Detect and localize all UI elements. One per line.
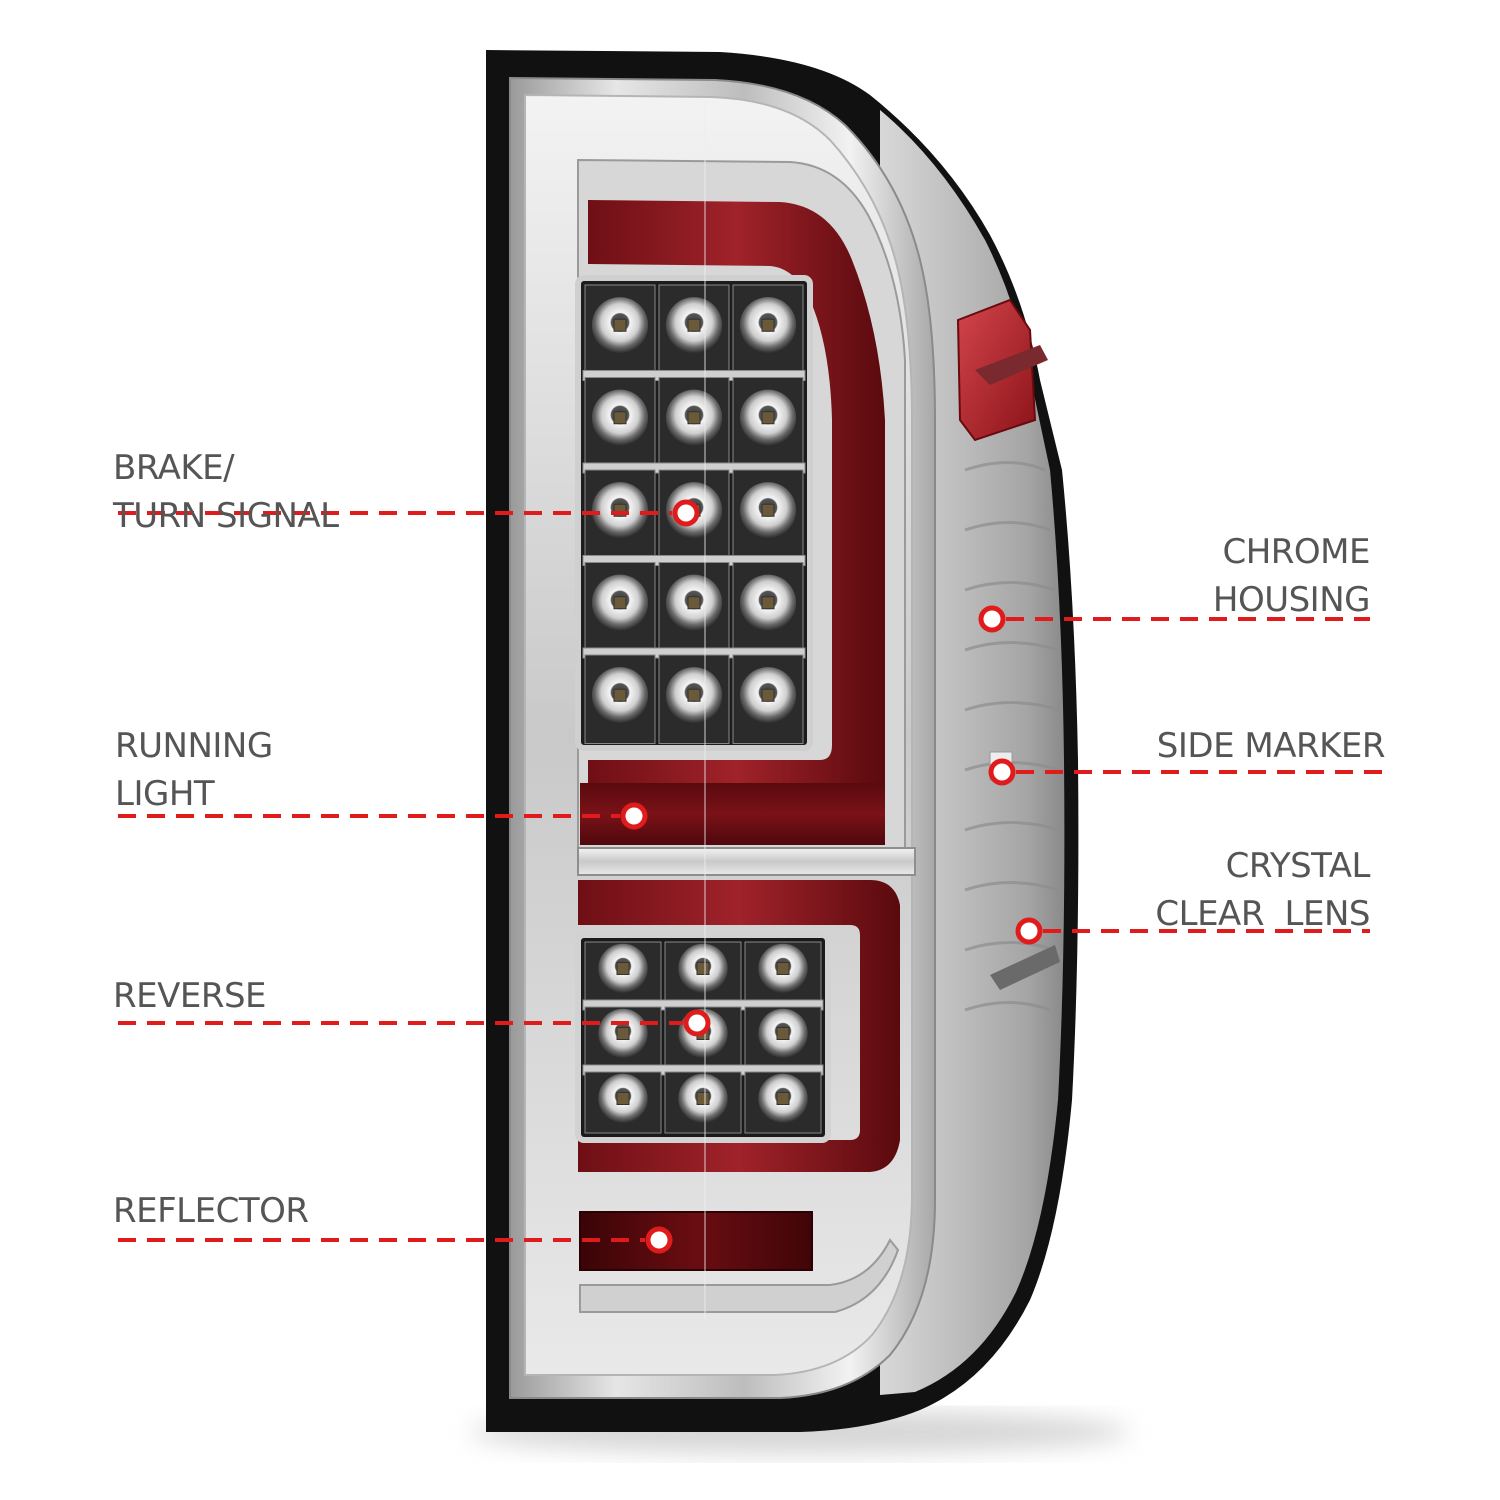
label-crystal-clear-lens: CRYSTAL CLEAR LENS [1155,842,1370,938]
callout-dot-brake-turn-signal [672,499,700,527]
label-line: LIGHT [115,774,215,814]
label-side-marker: SIDE MARKER [1156,722,1386,770]
callout-dot-reflector [645,1226,673,1254]
callout-dot-chrome-housing [978,605,1006,633]
reverse-led-chip [696,1092,710,1105]
label-running-light: RUNNING LIGHT [115,722,273,818]
side-lens-ribs [964,461,1061,1012]
brake-led-chip [761,411,775,425]
reverse-led-chip [776,1092,790,1105]
label-line: CRYSTAL [1225,846,1371,886]
label-line: REFLECTOR [113,1191,309,1231]
running-light-tube [588,200,885,812]
label-line: BRAKE/ [113,448,235,488]
label-line: RUNNING [115,726,273,766]
brake-led-chip [687,411,701,425]
label-reflector: REFLECTOR [113,1187,309,1235]
brake-led-chip [687,318,701,332]
chrome-divider [577,847,916,876]
side-lens-tab [990,945,1060,990]
label-line: REVERSE [113,976,267,1016]
running-light-bottom-bar [580,783,885,845]
label-reverse: REVERSE [113,972,267,1020]
label-line: CLEAR LENS [1155,894,1370,934]
label-brake-turn-signal: BRAKE/ TURN SIGNAL [113,444,339,540]
label-chrome-housing: CHROME HOUSING [1212,528,1371,624]
brake-led-chip [613,596,627,610]
label-line: HOUSING [1212,580,1371,620]
bottom-chrome-lip [579,1238,900,1313]
brake-led-chip [613,318,627,332]
brake-led-chip [761,688,775,702]
callout-dot-side-marker [988,758,1016,786]
reverse-led-chip [776,1027,790,1040]
brake-led-chip [761,596,775,610]
reverse-led-chip [616,1027,630,1040]
brake-led-chip [761,318,775,332]
brake-led-chip [613,688,627,702]
callout-dot-crystal-clear-lens [1015,917,1043,945]
reverse-led-chip [776,962,790,975]
reverse-led-chip [696,962,710,975]
label-line: SIDE MARKER [1156,726,1386,766]
side-marker-tab [975,345,1048,385]
reverse-led-array [582,941,824,1134]
reverse-led-chip [616,1092,630,1105]
reverse-led-chip [616,962,630,975]
brake-led-chip [761,503,775,517]
brake-led-chip [613,411,627,425]
brake-led-chip [687,596,701,610]
callout-dot-running-light [620,802,648,830]
callout-dot-reverse [683,1009,711,1037]
brake-led-chip [687,688,701,702]
label-line: TURN SIGNAL [113,496,339,536]
label-line: CHROME [1222,532,1370,572]
brake-led-array [582,284,806,744]
callout-layer [118,499,1385,1254]
